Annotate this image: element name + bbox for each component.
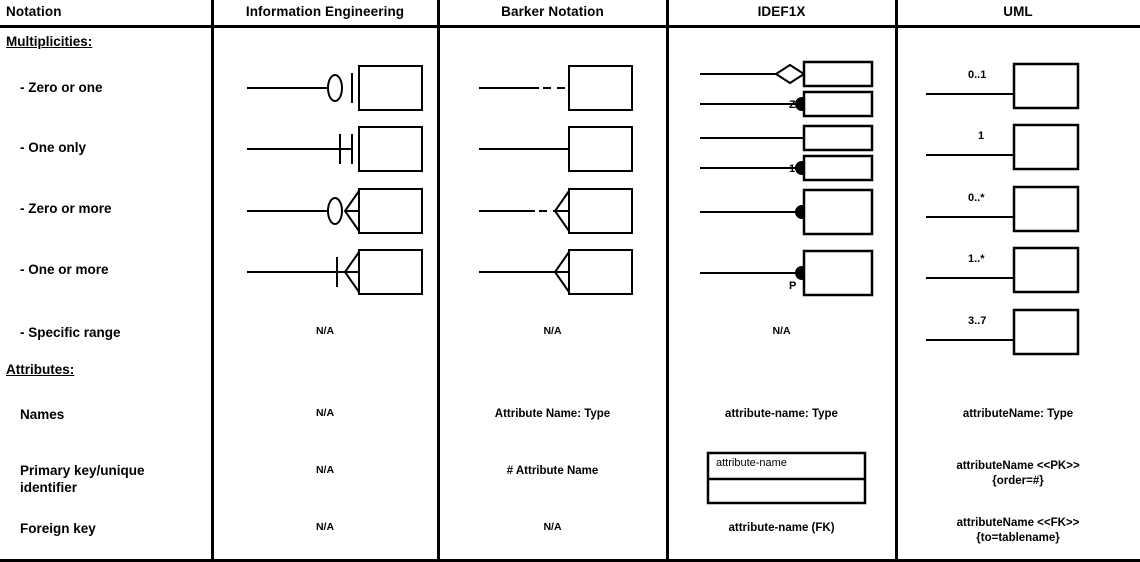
diagram-idef1x-one-or-more (700, 249, 875, 297)
ie-names-na: N/A (315, 407, 335, 419)
row-label-one-only: - One only (20, 140, 87, 155)
diagram-barker-zero-or-one (479, 62, 639, 114)
uml-zero-or-one-label: 0..1 (968, 69, 987, 81)
diagram-idef1x-zero-or-more (700, 188, 875, 236)
idef1x-foreign-key-value: attribute-name (FK) (728, 522, 835, 534)
idef1x-primary-key-box-text: attribute-name (716, 457, 787, 469)
idef1x-names-value: attribute-name: Type (725, 408, 838, 420)
barker-specific-range-na: N/A (543, 325, 562, 337)
column-header-notation: Notation (6, 4, 62, 19)
column-divider-1 (211, 0, 214, 562)
section-header-multiplicities: Multiplicities: (6, 34, 93, 49)
row-label-zero-or-one: - Zero or one (20, 80, 103, 95)
uml-primary-key-value: attributeName <<PK>> {order=#} (898, 459, 1138, 489)
row-label-specific-range: - Specific range (20, 325, 121, 340)
ie-specific-range-na: N/A (315, 325, 335, 337)
column-divider-2 (437, 0, 440, 562)
diagram-uml-one-only (926, 123, 1086, 175)
barker-primary-key-value: # Attribute Name (506, 465, 599, 477)
bottom-rule (0, 559, 1140, 562)
diagram-uml-zero-or-one (926, 62, 1086, 114)
uml-foreign-key-line2: {to=tablename} (976, 532, 1060, 544)
diagram-idef1x-primary-key-box (706, 451, 867, 505)
diagram-uml-zero-or-more (926, 185, 1086, 237)
ie-primary-key-na: N/A (315, 464, 335, 476)
diagram-ie-zero-or-more (247, 185, 423, 237)
diagram-ie-one-only (247, 123, 423, 175)
uml-specific-range-label: 3..7 (968, 315, 987, 327)
uml-foreign-key-value: attributeName <<FK>> {to=tablename} (898, 516, 1138, 546)
idef1x-p-marker: P (789, 280, 797, 292)
barker-names-value: Attribute Name: Type (494, 408, 611, 420)
column-header-information-engineering: Information Engineering (245, 4, 405, 19)
column-header-barker-notation: Barker Notation (501, 4, 604, 19)
row-label-names: Names (20, 407, 65, 422)
uml-one-or-more-label: 1..* (968, 253, 985, 265)
uml-zero-or-more-label: 0..* (968, 192, 985, 204)
uml-primary-key-line2: {order=#} (992, 475, 1044, 487)
uml-primary-key-line1: attributeName <<PK>> (956, 460, 1080, 472)
idef1x-specific-range-na: N/A (772, 325, 791, 337)
section-header-attributes: Attributes: (6, 362, 75, 377)
row-label-zero-or-more: - Zero or more (20, 201, 112, 216)
row-label-one-or-more: - One or more (20, 262, 109, 277)
column-header-idef1x: IDEF1X (757, 4, 806, 19)
idef1x-zero-marker: Z (789, 99, 796, 111)
diagram-idef1x-zero-or-one (700, 60, 875, 118)
diagram-barker-zero-or-more (479, 185, 639, 237)
uml-names-value: attributeName: Type (962, 408, 1074, 420)
diagram-ie-one-or-more (247, 246, 423, 298)
row-label-foreign-key: Foreign key (20, 521, 96, 536)
diagram-uml-one-or-more (926, 246, 1086, 298)
column-header-uml: UML (1003, 4, 1033, 19)
barker-foreign-key-na: N/A (543, 521, 562, 533)
row-label-primary-key-line2: identifier (20, 480, 78, 495)
row-label-primary-key-line1: Primary key/unique (20, 463, 145, 478)
uml-one-only-label: 1 (978, 130, 985, 142)
diagram-uml-specific-range (926, 308, 1086, 360)
header-rule (0, 25, 1140, 28)
column-divider-4 (895, 0, 898, 562)
idef1x-one-marker: 1 (789, 163, 796, 175)
column-divider-3 (666, 0, 669, 562)
uml-foreign-key-line1: attributeName <<FK>> (956, 517, 1080, 529)
diagram-barker-one-or-more (479, 246, 639, 298)
ie-foreign-key-na: N/A (315, 521, 335, 533)
diagram-ie-zero-or-one (247, 62, 423, 114)
diagram-barker-one-only (479, 123, 639, 175)
row-label-primary-key: Primary key/unique identifier (20, 462, 205, 496)
diagram-idef1x-one-only (700, 124, 875, 182)
